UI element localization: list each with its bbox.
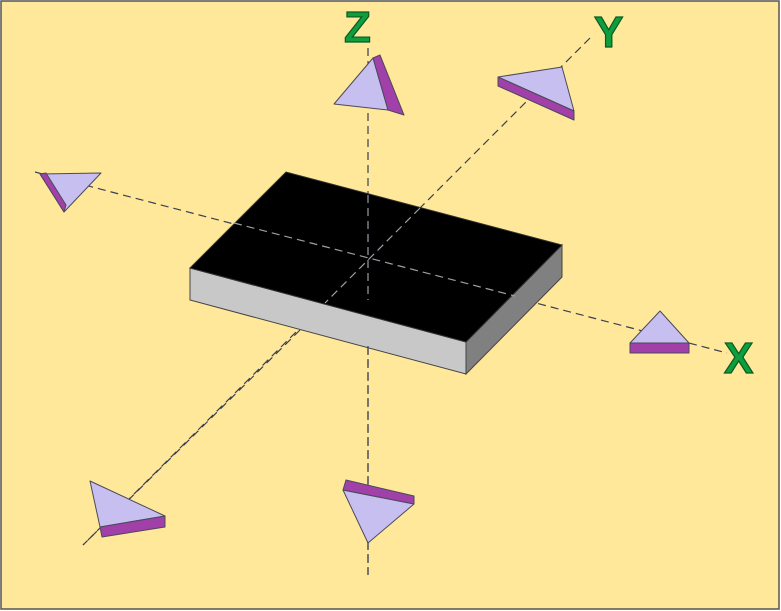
sample-top-face <box>189 171 563 343</box>
y-axis-overlay <box>324 207 421 304</box>
z-axis-label: Z <box>344 3 371 52</box>
prism-x-left <box>39 172 102 213</box>
x-axis-overlay <box>233 222 516 297</box>
prism-x-right <box>629 310 690 354</box>
prism-edge <box>342 479 415 505</box>
x-axis-label: X <box>724 334 753 383</box>
prism-z-top <box>333 54 405 116</box>
prism-edge <box>99 515 166 538</box>
prism-y-bottom <box>89 480 166 538</box>
prism-edge <box>372 54 405 116</box>
y-axis-label: Y <box>594 8 623 57</box>
prism-edge <box>497 76 575 121</box>
prism-y-top <box>497 66 575 121</box>
sample-block <box>189 171 563 376</box>
prism-edge <box>629 342 690 354</box>
prism-edge <box>39 172 67 213</box>
prism-z-bottom <box>342 479 415 544</box>
